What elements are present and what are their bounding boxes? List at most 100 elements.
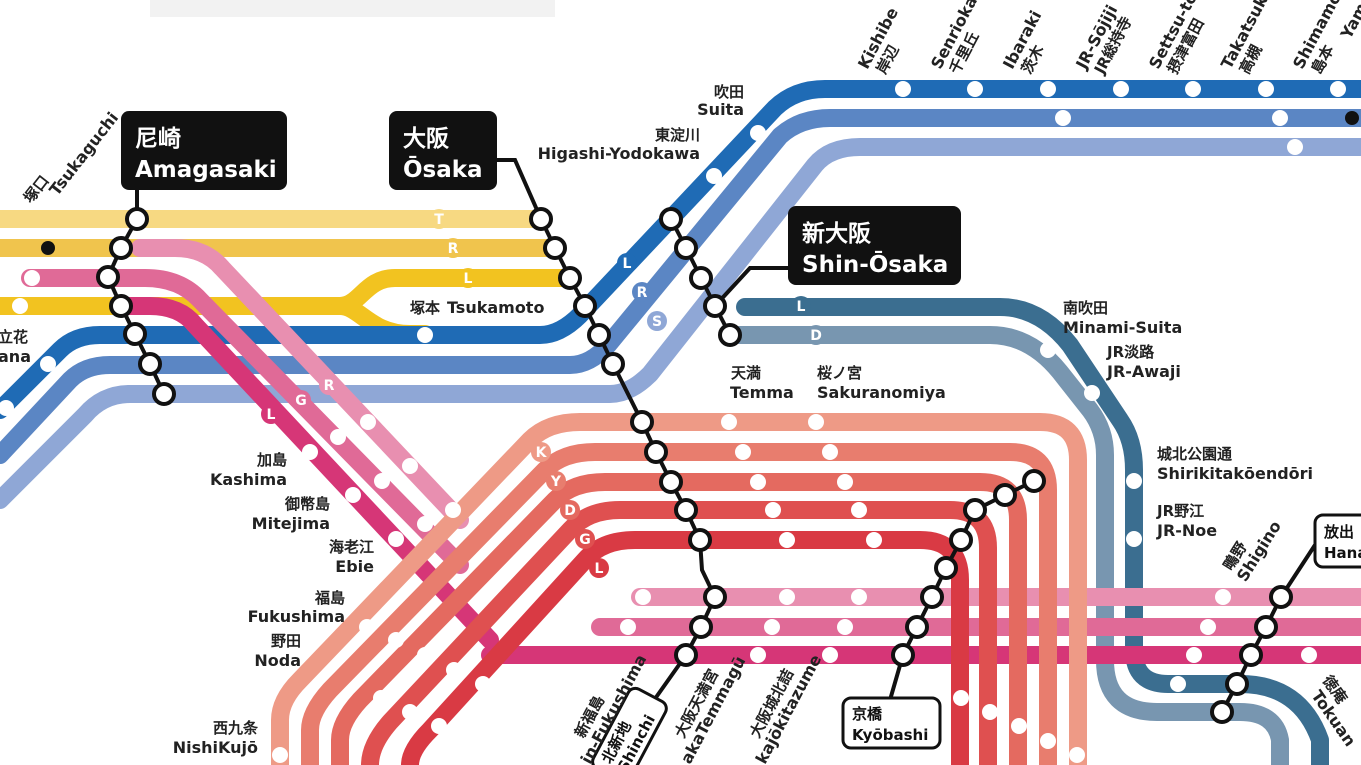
station-dot[interactable] xyxy=(402,458,418,474)
station-dot[interactable] xyxy=(24,270,40,286)
station-dot[interactable] xyxy=(1185,81,1201,97)
transfer-node[interactable] xyxy=(1239,643,1263,667)
station-dot[interactable] xyxy=(475,676,491,692)
station-dot[interactable] xyxy=(360,414,376,430)
station-dot[interactable] xyxy=(721,414,737,430)
badge-hanaten[interactable]: 放出 Hana xyxy=(1313,513,1361,569)
transfer-node[interactable] xyxy=(703,585,727,609)
station-dot[interactable] xyxy=(1258,81,1274,97)
station-dot[interactable] xyxy=(0,400,14,416)
station-dot[interactable] xyxy=(1200,619,1216,635)
transfer-node[interactable] xyxy=(543,236,567,260)
transfer-node[interactable] xyxy=(688,528,712,552)
station-dot[interactable] xyxy=(866,532,882,548)
transfer-node[interactable] xyxy=(920,585,944,609)
station-dot[interactable] xyxy=(779,589,795,605)
station-dot[interactable] xyxy=(40,356,56,372)
transfer-node[interactable] xyxy=(109,236,133,260)
transfer-node[interactable] xyxy=(573,294,597,318)
station-dot[interactable] xyxy=(1126,531,1142,547)
transfer-node[interactable] xyxy=(703,294,727,318)
station-dot[interactable] xyxy=(1040,81,1056,97)
badge-amagasaki[interactable]: 尼崎 Amagasaki xyxy=(121,111,287,190)
station-dot[interactable] xyxy=(982,704,998,720)
transfer-node[interactable] xyxy=(138,352,162,376)
station-dot[interactable] xyxy=(446,662,462,678)
transfer-node[interactable] xyxy=(689,266,713,290)
station-dot[interactable] xyxy=(620,619,636,635)
transfer-node[interactable] xyxy=(891,643,915,667)
badge-shin-osaka[interactable]: 新大阪 Shin-Ōsaka xyxy=(788,206,961,285)
station-dot[interactable] xyxy=(1272,110,1288,126)
station-dot-black[interactable] xyxy=(41,241,55,255)
transfer-node[interactable] xyxy=(1269,585,1293,609)
station-dot[interactable] xyxy=(779,532,795,548)
station-dot[interactable] xyxy=(330,429,346,445)
station-dot[interactable] xyxy=(851,502,867,518)
station-dot[interactable] xyxy=(1040,733,1056,749)
station-dot[interactable] xyxy=(402,704,418,720)
transfer-node[interactable] xyxy=(963,498,987,522)
station-dot[interactable] xyxy=(374,473,390,489)
station-dot[interactable] xyxy=(1069,747,1085,763)
station-dot[interactable] xyxy=(359,619,375,635)
station-dot[interactable] xyxy=(1126,473,1142,489)
station-dot[interactable] xyxy=(764,619,780,635)
transfer-node[interactable] xyxy=(1210,700,1234,724)
transfer-node[interactable] xyxy=(718,323,742,347)
transfer-node[interactable] xyxy=(1254,615,1278,639)
transfer-node[interactable] xyxy=(1225,672,1249,696)
transfer-node[interactable] xyxy=(905,615,929,639)
station-dot[interactable] xyxy=(1084,385,1100,401)
transfer-node[interactable] xyxy=(558,266,582,290)
transfer-node[interactable] xyxy=(96,265,120,289)
station-dot[interactable] xyxy=(1301,647,1317,663)
station-dot[interactable] xyxy=(822,444,838,460)
transfer-node[interactable] xyxy=(659,207,683,231)
badge-kyobashi[interactable]: 京橋 Kyōbashi xyxy=(841,696,942,750)
transfer-node[interactable] xyxy=(152,382,176,406)
transfer-node[interactable] xyxy=(949,528,973,552)
station-dot[interactable] xyxy=(445,502,461,518)
station-dot[interactable] xyxy=(1055,110,1071,126)
transfer-node[interactable] xyxy=(674,498,698,522)
station-dot[interactable] xyxy=(373,690,389,706)
station-dot[interactable] xyxy=(417,327,433,343)
station-dot-black[interactable] xyxy=(1345,111,1359,125)
station-dot[interactable] xyxy=(417,647,433,663)
transfer-node[interactable] xyxy=(109,294,133,318)
transfer-node[interactable] xyxy=(689,615,713,639)
badge-shinchi[interactable]: 北新地 Shinchi xyxy=(590,686,669,765)
transfer-node[interactable] xyxy=(630,410,654,434)
station-dot[interactable] xyxy=(750,125,766,141)
station-dot[interactable] xyxy=(837,619,853,635)
transfer-node[interactable] xyxy=(934,556,958,580)
transfer-node[interactable] xyxy=(529,207,553,231)
station-dot[interactable] xyxy=(1113,81,1129,97)
station-dot[interactable] xyxy=(735,444,751,460)
transfer-node[interactable] xyxy=(123,322,147,346)
station-dot[interactable] xyxy=(12,298,28,314)
station-dot[interactable] xyxy=(1186,647,1202,663)
badge-osaka[interactable]: 大阪 Ōsaka xyxy=(389,111,497,190)
station-dot[interactable] xyxy=(1011,718,1027,734)
transfer-node[interactable] xyxy=(587,323,611,347)
transfer-node[interactable] xyxy=(674,236,698,260)
station-dot[interactable] xyxy=(1170,676,1186,692)
station-dot[interactable] xyxy=(635,589,651,605)
transfer-node[interactable] xyxy=(125,207,149,231)
station-dot[interactable] xyxy=(417,516,433,532)
station-dot[interactable] xyxy=(1330,81,1346,97)
station-dot[interactable] xyxy=(388,632,404,648)
station-dot[interactable] xyxy=(302,444,318,460)
station-dot[interactable] xyxy=(1287,139,1303,155)
transfer-node[interactable] xyxy=(601,352,625,376)
station-dot[interactable] xyxy=(272,747,288,763)
station-dot[interactable] xyxy=(953,690,969,706)
transfer-node[interactable] xyxy=(674,643,698,667)
station-dot[interactable] xyxy=(750,474,766,490)
station-dot[interactable] xyxy=(851,589,867,605)
station-dot[interactable] xyxy=(808,414,824,430)
station-dot[interactable] xyxy=(822,647,838,663)
station-dot[interactable] xyxy=(706,168,722,184)
